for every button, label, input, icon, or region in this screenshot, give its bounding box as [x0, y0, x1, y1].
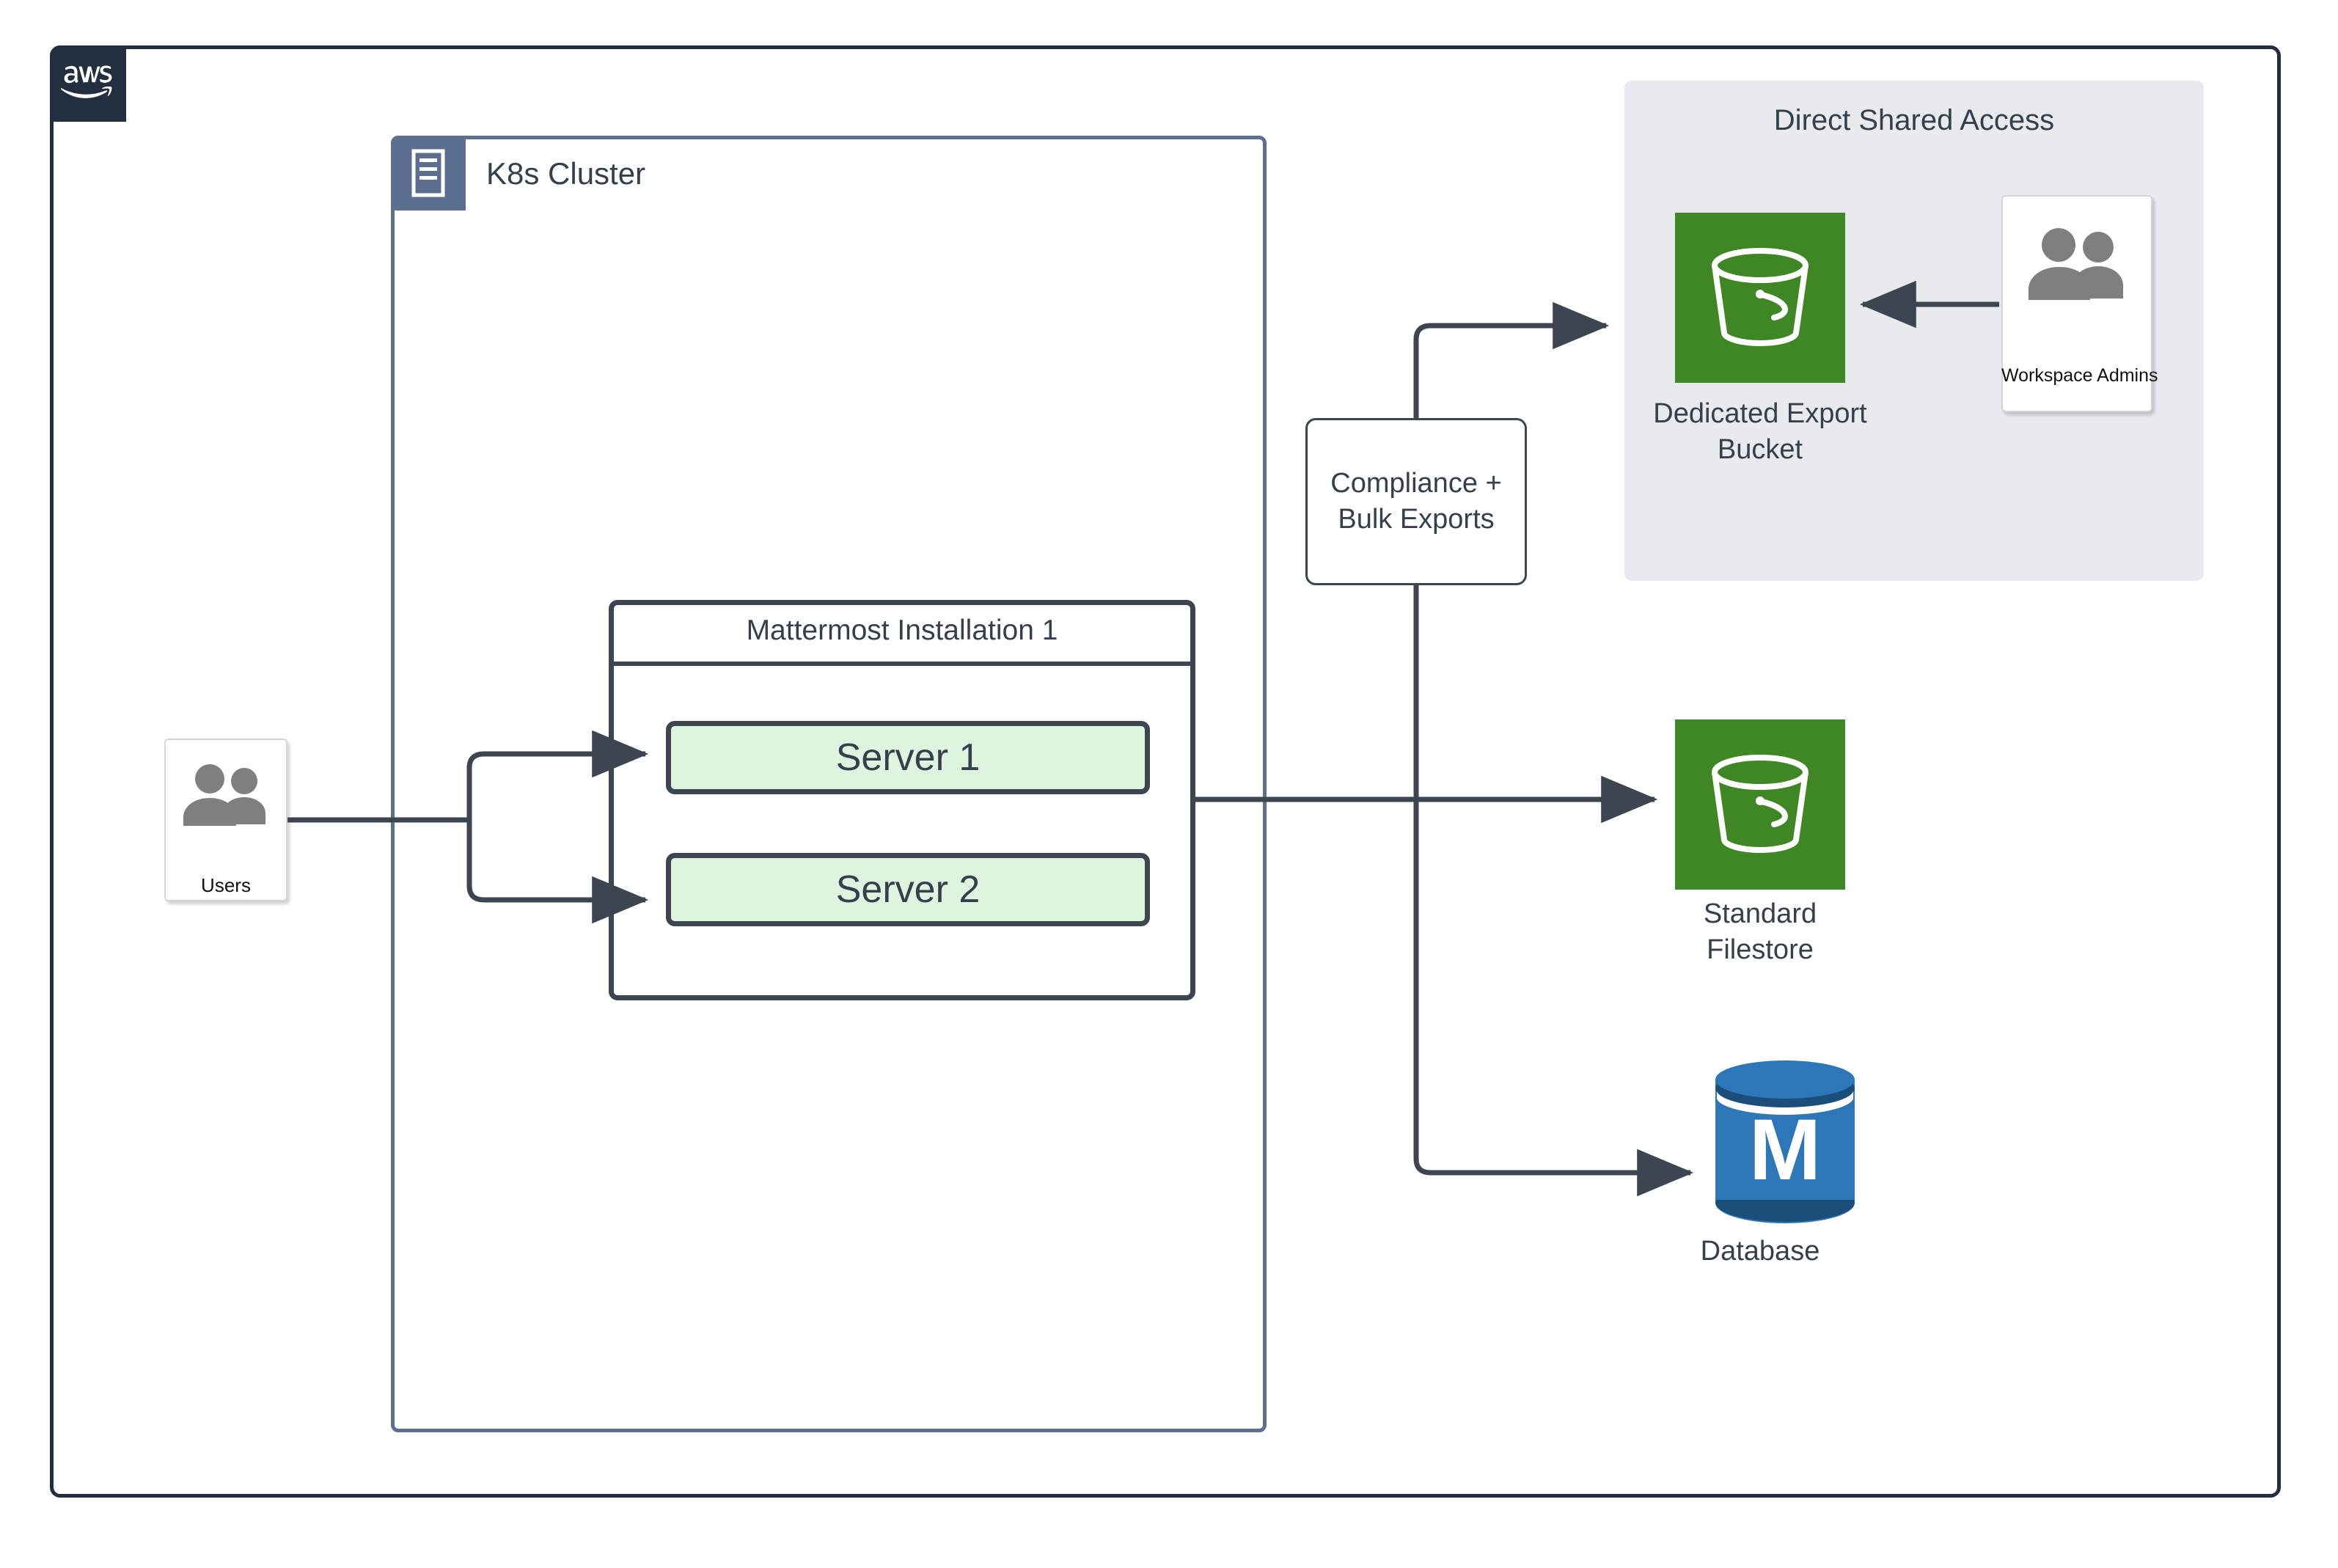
database-cylinder-icon[interactable]: M	[1712, 1056, 1858, 1226]
server-rack-icon	[391, 136, 466, 210]
users-group-icon	[182, 763, 271, 830]
workspace-admins-label: Workspace Admins	[2001, 365, 2158, 386]
dedicated-bucket-line-2: Bucket	[1717, 434, 1803, 466]
direct-shared-access-title: Direct Shared Access	[1773, 104, 2055, 136]
dedicated-bucket-line-1: Dedicated Export	[1653, 398, 1867, 429]
compliance-line-1: Compliance +	[1330, 468, 1502, 499]
server-2-label: Server 2	[835, 868, 981, 911]
server-1-label: Server 1	[835, 736, 981, 779]
aws-logo-icon	[50, 45, 126, 122]
s3-bucket-icon-standard-filestore[interactable]	[1675, 719, 1845, 890]
aws-cloud-boundary	[50, 45, 2281, 1498]
mattermost-installation-box	[609, 600, 1195, 1000]
mattermost-installation-titlebar: Mattermost Installation 1	[609, 600, 1195, 666]
standard-filestore-line-1: Standard	[1703, 898, 1817, 929]
s3-bucket-icon-dedicated-export[interactable]	[1675, 213, 1845, 383]
k8s-cluster-title: K8s Cluster	[486, 156, 646, 191]
users-label: Users	[201, 874, 251, 896]
compliance-line-2: Bulk Exports	[1338, 504, 1495, 535]
database-label: Database	[1700, 1236, 1820, 1267]
server-node-2[interactable]: Server 2	[666, 853, 1150, 926]
standard-filestore-line-2: Filestore	[1707, 934, 1814, 966]
workspace-admins-node[interactable]	[2001, 195, 2152, 412]
mattermost-installation-title: Mattermost Installation 1	[746, 615, 1058, 646]
dedicated-export-bucket-label: Dedicated Export Bucket	[1584, 396, 1936, 469]
standard-filestore-label: Standard Filestore	[1584, 896, 1936, 969]
k8s-cluster-boundary	[391, 136, 1267, 1432]
database-glyph: M	[1749, 1102, 1821, 1198]
server-node-1[interactable]: Server 1	[666, 721, 1150, 794]
users-group-icon-admins	[2026, 226, 2130, 305]
compliance-bulk-exports-node[interactable]: Compliance + Bulk Exports	[1305, 418, 1527, 585]
